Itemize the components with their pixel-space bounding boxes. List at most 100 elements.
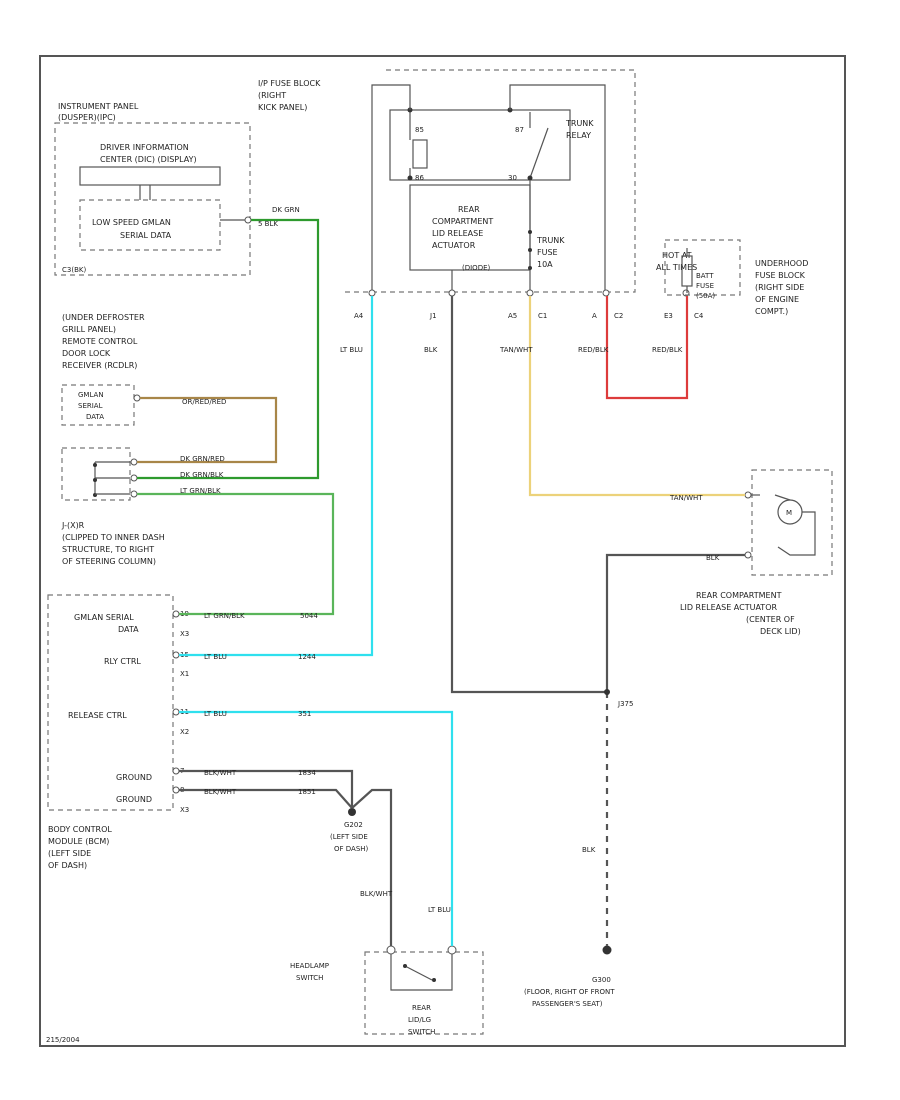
wire-dk-green xyxy=(137,218,320,480)
lbl-blk-wht-3: BLK/WHT xyxy=(360,890,393,898)
lbl-lt-blu-hl: LT BLU xyxy=(428,906,451,914)
lbl-blk-v: BLK xyxy=(424,346,438,354)
g202-ground: G202 (LEFT SIDE OF DASH) xyxy=(330,808,369,853)
uhfb-5: COMPT.) xyxy=(755,307,788,316)
rcl-label-4: ACTUATOR xyxy=(432,241,476,250)
lbl-blk-act: BLK xyxy=(706,554,720,562)
uhfb-1: UNDERHOOD xyxy=(755,259,808,268)
wire-blk-wht-2 xyxy=(179,788,353,809)
g300-3: PASSENGER'S SEAT) xyxy=(532,1000,603,1008)
wire-lt-blue-release xyxy=(179,710,454,946)
lbl-or-red2: DK GRN/RED xyxy=(180,455,225,463)
rcl-label-2: COMPARTMENT xyxy=(432,217,493,226)
ip-label-2: (DUSPER)(IPC) xyxy=(58,113,116,122)
uhfb-2: FUSE BLOCK xyxy=(755,271,806,280)
lbl-blk-g300: BLK xyxy=(582,846,596,854)
pin-j1: J1 xyxy=(429,312,437,320)
lsg-label-1: LOW SPEED GMLAN xyxy=(92,218,171,227)
hl-s2: LID/LG xyxy=(408,1016,431,1024)
pin-c4: C4 xyxy=(694,312,704,320)
bcm-name-1: BODY CONTROL xyxy=(48,825,112,834)
lbl-dk-grn: DK GRN xyxy=(272,206,300,214)
lbl-blk-wht-1: BLK/WHT xyxy=(204,769,237,777)
bcm-release: RELEASE CTRL xyxy=(68,711,127,720)
hl-2: SWITCH xyxy=(296,974,323,982)
hotat-2: ALL TIMES xyxy=(656,263,697,272)
hl-1: HEADLAMP xyxy=(290,962,329,970)
lbl-lt-grn-bcm: LT GRN/BLK xyxy=(204,612,245,620)
rcl-label-3: LID RELEASE xyxy=(432,229,483,238)
lbl-n5044: 5044 xyxy=(300,612,318,620)
ip-label-1: INSTRUMENT PANEL xyxy=(58,102,139,111)
g202-2: (LEFT SIDE xyxy=(330,833,368,841)
lbl-red-blk-1: RED/BLK xyxy=(578,346,609,354)
lbl-dk-grn-blk: DK GRN/BLK xyxy=(180,471,224,479)
g300-2: (FLOOR, RIGHT OF FRONT xyxy=(524,988,615,996)
wire-blk-wht-1 xyxy=(179,769,354,808)
relay-pin-85: 85 xyxy=(415,126,424,134)
j-1: J-(X)R xyxy=(61,521,85,530)
bcm-ground-1: GROUND xyxy=(116,773,152,782)
act-1: REAR COMPARTMENT xyxy=(696,591,782,600)
trunk-fuse-1: TRUNK xyxy=(536,236,565,245)
trunk-fuse-3: 10A xyxy=(537,260,553,269)
lsg-label-2: SERIAL DATA xyxy=(120,231,172,240)
wire-blk-actuator xyxy=(605,553,745,692)
ud-gmlan-3: DATA xyxy=(86,413,104,421)
dic-label-1: DRIVER INFORMATION xyxy=(100,143,189,152)
bcm-name-3: (LEFT SIDE xyxy=(48,849,91,858)
ipfb-label-2: (RIGHT xyxy=(258,91,286,100)
diagram-frame xyxy=(39,55,846,1047)
bcm-ground-2: GROUND xyxy=(116,795,152,804)
pin-c2: C2 xyxy=(614,312,623,320)
wire-blk-wht-3 xyxy=(351,788,393,946)
ip-conn-label: C3(BK) xyxy=(62,266,86,274)
body-control-module: GMLAN SERIAL DATA RLY CTRL RELEASE CTRL … xyxy=(47,594,189,870)
ipfb-label-3: KICK PANEL) xyxy=(258,103,307,112)
lbl-splice: J375 xyxy=(617,700,633,708)
uhfb-4: OF ENGINE xyxy=(755,295,799,304)
pin-a: A xyxy=(592,312,597,320)
ud-1: (UNDER DEFROSTER xyxy=(62,313,145,322)
trunk-fuse-2: FUSE xyxy=(537,248,558,257)
batt-fuse-1: BATT xyxy=(696,272,714,280)
pin-a5: A5 xyxy=(508,312,517,320)
rcdlr-module: (UNDER DEFROSTER GRILL PANEL) REMOTE CON… xyxy=(61,313,145,426)
relay-pin-86: 86 xyxy=(415,174,424,182)
bcm-pin-x2: X2 xyxy=(180,728,189,736)
bcm-name-2: MODULE (BCM) xyxy=(48,837,109,846)
pin-e3: E3 xyxy=(664,312,673,320)
act-4: DECK LID) xyxy=(760,627,801,636)
lbl-lt-blu-bcm1: LT BLU xyxy=(204,653,227,661)
ud-2: GRILL PANEL) xyxy=(62,325,116,334)
batt-fuse-3: (50A) xyxy=(696,292,715,300)
wire-orange-tan xyxy=(137,396,278,464)
lbl-n1851: 1851 xyxy=(298,788,316,796)
lbl-tan-wht-act: TAN/WHT xyxy=(669,494,703,502)
underhood-fuse-block: HOT AT ALL TIMES BATT FUSE (50A) UNDERHO… xyxy=(656,239,808,316)
act-motor: M xyxy=(786,509,792,517)
lbl-n351: 351 xyxy=(298,710,311,718)
bcm-pin-x3b: X3 xyxy=(180,806,189,814)
j-2: (CLIPPED TO INNER DASH xyxy=(62,533,165,542)
wire-lt-blue-rly xyxy=(179,296,374,657)
act-3: (CENTER OF xyxy=(746,615,795,624)
instrument-panel-cluster: INSTRUMENT PANEL (DUSPER)(IPC) DRIVER IN… xyxy=(54,102,252,276)
act-2: LID RELEASE ACTUATOR xyxy=(680,603,777,612)
j-3: STRUCTURE, TO RIGHT xyxy=(62,545,154,554)
junction-block: J-(X)R (CLIPPED TO INNER DASH STRUCTURE,… xyxy=(61,447,165,566)
bcm-name-4: OF DASH) xyxy=(48,861,87,870)
lbl-lt-blu-v: LT BLU xyxy=(340,346,363,354)
g202-1: G202 xyxy=(344,821,363,829)
ud-5: RECEIVER (RCDLR) xyxy=(62,361,137,370)
ip-fuse-block: I/P FUSE BLOCK (RIGHT KICK PANEL) TRUNK … xyxy=(258,69,636,293)
wire-lt-green xyxy=(137,492,335,616)
g300-1: G300 xyxy=(592,976,611,984)
rcl-label-1: REAR xyxy=(458,205,480,214)
wire-red-blk xyxy=(605,296,689,400)
hotat-1: HOT AT xyxy=(662,251,692,260)
uhfb-3: (RIGHT SIDE xyxy=(755,283,804,292)
batt-fuse-2: FUSE xyxy=(696,282,714,290)
bcm-rly: RLY CTRL xyxy=(104,657,141,666)
